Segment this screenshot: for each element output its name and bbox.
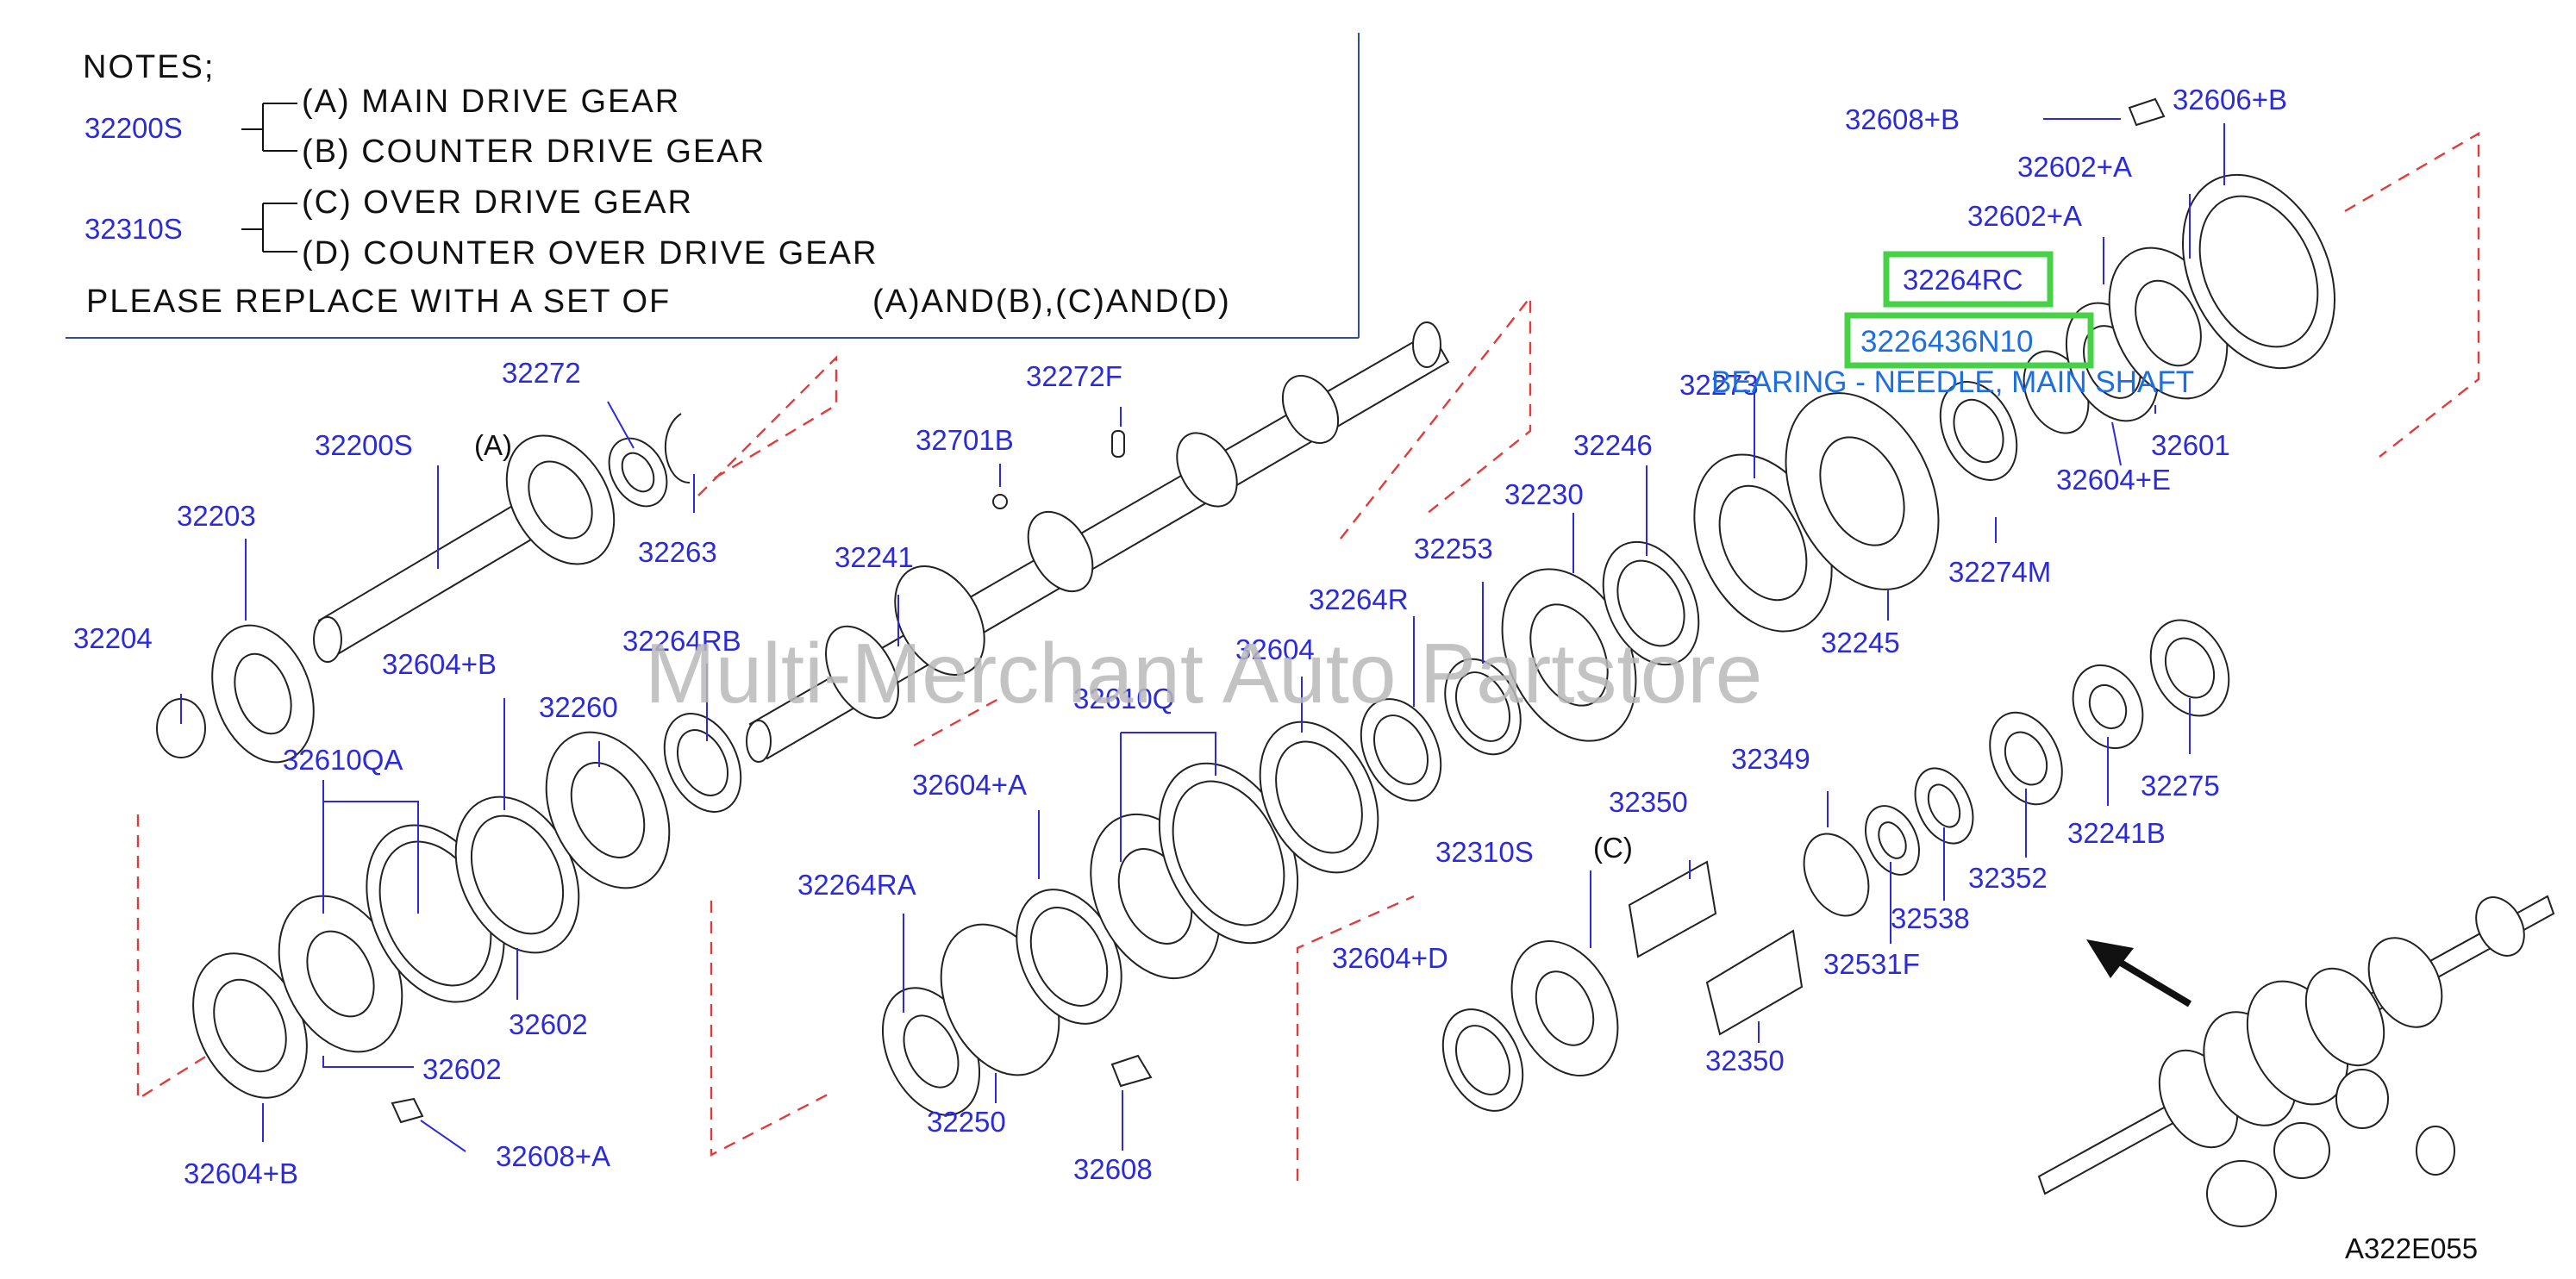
part-label-32245[interactable]: 32245 <box>1821 627 1900 658</box>
part-label-32610Q[interactable]: 32610Q <box>1073 683 1174 714</box>
part-label-32264R[interactable]: 32264R <box>1309 583 1409 615</box>
part-label-32602A-2[interactable]: 32602+A <box>2017 151 2132 183</box>
part-label-32274M[interactable]: 32274M <box>1948 556 2051 588</box>
part-labels: 32272 32200S (A) 32203 32204 32263 32701… <box>73 84 2478 1264</box>
assembled-shaft-overview <box>2037 895 2555 1227</box>
highlighted-part[interactable]: 32264RC 3226436N10 BEARING - NEEDLE, MAI… <box>1711 251 2194 399</box>
part-label-32250[interactable]: 32250 <box>927 1106 1006 1138</box>
part-label-32260[interactable]: 32260 <box>539 691 618 723</box>
part-label-32701B[interactable]: 32701B <box>916 424 1014 456</box>
leader-lines <box>180 118 2225 1152</box>
part-label-32531F[interactable]: 32531F <box>1823 948 1920 980</box>
part-label-32264RB[interactable]: 32264RB <box>622 625 741 657</box>
highlight-part-number[interactable]: 3226436N10 <box>1860 325 2033 359</box>
part-label-32602A-1[interactable]: 32602+A <box>1967 200 2082 232</box>
part-label-32264RC[interactable]: 32264RC <box>1903 264 2023 296</box>
part-label-32272[interactable]: 32272 <box>502 357 581 389</box>
part-label-32604E[interactable]: 32604+E <box>2056 464 2171 496</box>
highlight-box-32264RC[interactable] <box>1883 251 2054 308</box>
notes-code-32310S[interactable]: 32310S <box>84 213 183 245</box>
part-label-32246[interactable]: 32246 <box>1573 429 1653 461</box>
notes-title: NOTES; <box>83 49 215 85</box>
notes-code-32200S[interactable]: 32200S <box>84 112 183 144</box>
highlight-box-selected[interactable] <box>1844 312 2094 369</box>
part-label-A: (A) <box>474 429 512 461</box>
part-label-32230[interactable]: 32230 <box>1504 478 1584 510</box>
part-label-32241[interactable]: 32241 <box>835 541 914 573</box>
part-label-32608A[interactable]: 32608+A <box>496 1140 610 1172</box>
part-label-32604[interactable]: 32604 <box>1235 633 1315 665</box>
synchronizer-stack-middle <box>881 658 1522 1116</box>
part-label-32538[interactable]: 32538 <box>1891 902 1970 934</box>
part-label-32604B-low[interactable]: 32604+B <box>184 1157 298 1189</box>
part-label-32350-low[interactable]: 32350 <box>1705 1045 1785 1076</box>
part-label-32601[interactable]: 32601 <box>2151 429 2230 461</box>
part-label-32352[interactable]: 32352 <box>1968 862 2048 894</box>
notes-item-a: (A) MAIN DRIVE GEAR <box>302 84 680 120</box>
part-label-32204[interactable]: 32204 <box>73 622 153 654</box>
part-label-32241B[interactable]: 32241B <box>2067 817 2166 849</box>
part-label-32350-top[interactable]: 32350 <box>1609 786 1688 818</box>
watermark: Multi-Merchant Auto Partstore <box>645 626 1762 721</box>
part-label-32604B-top[interactable]: 32604+B <box>382 648 497 680</box>
main-drive-gear-assembly <box>156 413 691 764</box>
part-label-32349[interactable]: 32349 <box>1731 743 1810 775</box>
part-label-32273[interactable]: 32273 <box>1679 369 1759 401</box>
notes-item-d: (D) COUNTER OVER DRIVE GEAR <box>302 235 878 271</box>
upper-right-gears <box>1501 97 2335 742</box>
counter-overdrive-parts <box>1441 619 2230 1112</box>
notes-replace-sets: (A)AND(B),(C)AND(D) <box>872 284 1231 320</box>
part-label-32610QA[interactable]: 32610QA <box>283 744 403 776</box>
dashed-guides <box>136 131 2480 1181</box>
notes-item-b: (B) COUNTER DRIVE GEAR <box>302 134 766 170</box>
part-label-32275[interactable]: 32275 <box>2141 770 2220 802</box>
part-label-32608B[interactable]: 32608+B <box>1845 103 1960 135</box>
notes-panel: NOTES; 32200S (A) MAIN DRIVE GEAR (B) CO… <box>66 33 1360 339</box>
notes-item-c: (C) OVER DRIVE GEAR <box>302 184 693 221</box>
part-label-32272F[interactable]: 32272F <box>1026 360 1122 392</box>
part-label-32608[interactable]: 32608 <box>1073 1153 1153 1185</box>
part-label-32602-low[interactable]: 32602 <box>422 1053 502 1085</box>
diagram-code: A322E055 <box>2345 1232 2478 1264</box>
part-label-32604D[interactable]: 32604+D <box>1332 942 1448 974</box>
notes-replace-text: PLEASE REPLACE WITH A SET OF <box>86 284 671 320</box>
part-label-32264RA[interactable]: 32264RA <box>797 869 916 901</box>
part-label-32203[interactable]: 32203 <box>177 500 256 532</box>
part-label-32310S[interactable]: 32310S <box>1435 836 1534 868</box>
part-label-32263[interactable]: 32263 <box>638 536 717 568</box>
part-label-32200S[interactable]: 32200S <box>315 429 413 461</box>
part-label-32606B[interactable]: 32606+B <box>2173 84 2287 115</box>
synchronizer-stack-left <box>192 713 742 1124</box>
highlight-tooltip: BEARING - NEEDLE, MAIN SHAFT <box>1711 365 2194 399</box>
main-shaft <box>746 321 1450 763</box>
part-label-32253[interactable]: 32253 <box>1414 533 1493 565</box>
part-label-C: (C) <box>1593 832 1633 864</box>
part-label-32602-mid[interactable]: 32602 <box>509 1008 588 1040</box>
part-label-32604A-mid[interactable]: 32604+A <box>912 769 1027 801</box>
